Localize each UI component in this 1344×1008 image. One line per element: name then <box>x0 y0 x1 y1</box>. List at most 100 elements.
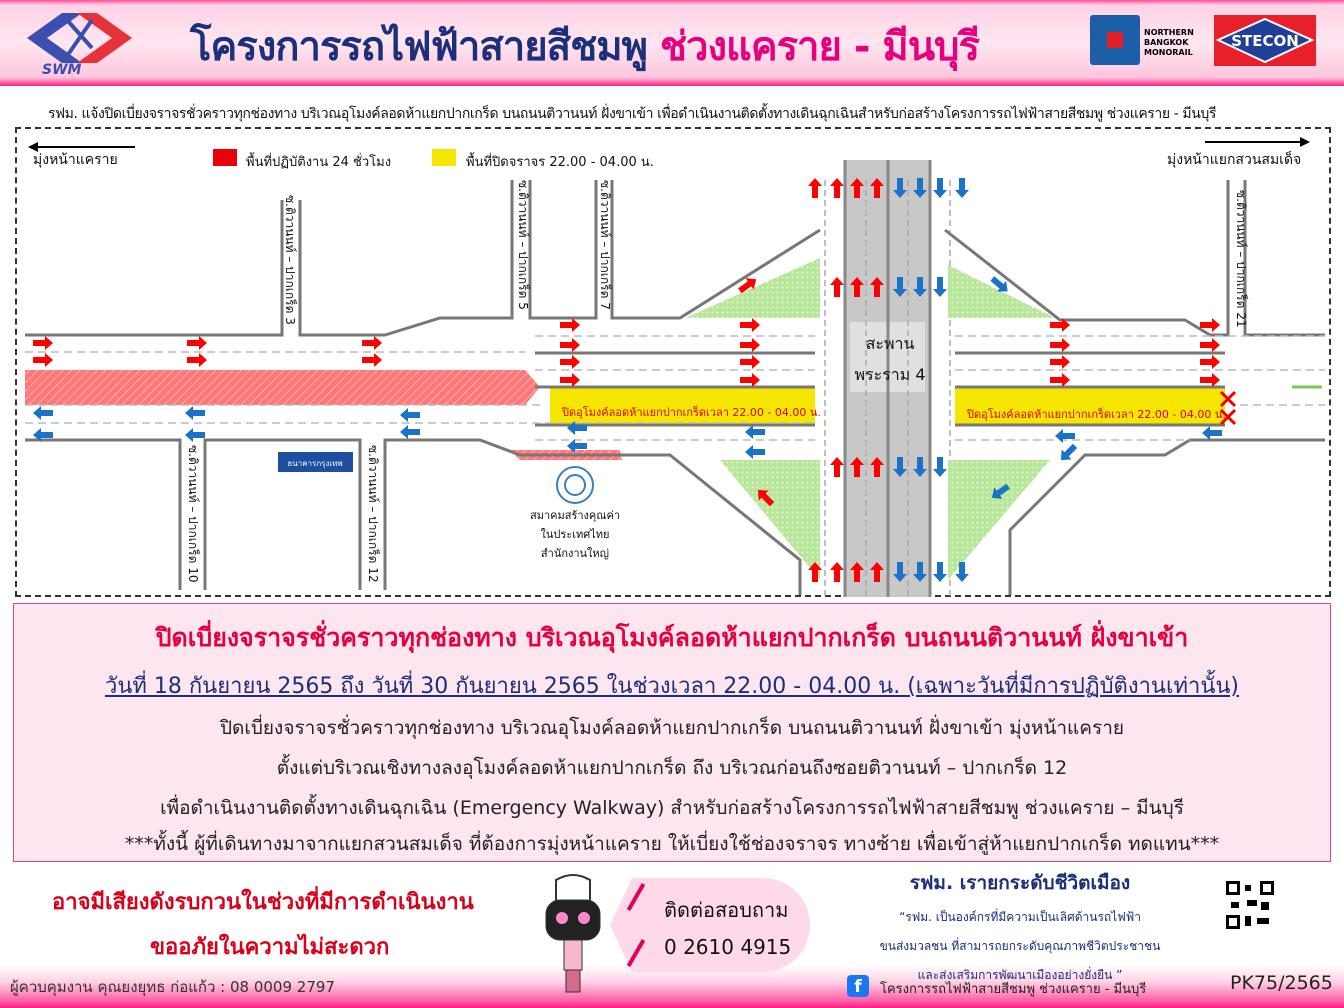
direction-left-label: มุ่งหน้าแคราย <box>33 152 118 168</box>
traffic-arrow-red-icon <box>560 338 580 352</box>
direction-right-label: มุ่งหน้าแยกสวนสมเด็จ <box>1167 152 1302 168</box>
traffic-arrow-blue-icon <box>567 439 587 453</box>
soi-label: ซ.ติวานนท์ – ปากเกร็ด 7 <box>598 180 612 310</box>
traffic-arrow-blue-icon <box>745 425 765 439</box>
traffic-arrow-red-icon <box>1050 373 1070 387</box>
traffic-arrow-blue-icon <box>567 421 587 435</box>
legend-swatch-red <box>213 149 237 166</box>
traffic-arrow-blue-icon <box>1060 443 1078 461</box>
traffic-arrow-blue-icon <box>933 562 947 582</box>
traffic-arrow-blue-icon <box>893 277 907 297</box>
traffic-arrow-blue-icon <box>185 428 205 442</box>
traffic-arrow-red-icon <box>808 178 822 198</box>
notice-panel: ปิดเบี่ยงจราจรชั่วคราวทุกช่องทาง บริเวณอ… <box>13 603 1331 862</box>
nbm-logo <box>1090 15 1140 65</box>
notice-title: ปิดเบี่ยงจราจรชั่วคราวทุกช่องทาง บริเวณอ… <box>155 623 1189 652</box>
traffic-arrow-red-icon <box>1200 318 1220 332</box>
header-banner: SWM โครงการรถไฟฟ้าสายสีชมพู ช่วงแคราย - … <box>0 0 1344 86</box>
traffic-arrow-red-icon <box>830 178 844 198</box>
notice-line: ตั้งแต่บริเวณเชิงทางลงอุโมงค์ลอดห้าแยกปา… <box>276 757 1068 779</box>
traffic-arrow-red-icon <box>1050 318 1070 332</box>
traffic-arrow-blue-icon <box>913 277 927 297</box>
traffic-arrow-blue-icon <box>1055 429 1075 443</box>
soi-label: ซ.ติวานนท์ – ปากเกร็ด 12 <box>366 445 380 583</box>
traffic-arrow-red-icon <box>830 277 844 297</box>
traffic-arrow-red-icon <box>870 178 884 198</box>
traffic-arrow-red-icon <box>740 373 760 387</box>
contact-phone[interactable]: 0 2610 4915 <box>664 935 792 959</box>
bangkok-bank-sign <box>278 452 353 472</box>
svg-text:ปิดอุโมงค์ลอดห้าแยกปากเกร็ดเวล: ปิดอุโมงค์ลอดห้าแยกปากเกร็ดเวลา 22.00 - … <box>561 405 821 419</box>
traffic-arrow-red-icon <box>560 373 580 387</box>
traffic-arrow-red-icon <box>187 336 207 350</box>
bridge-label: สะพานพระราม 4 <box>854 334 926 384</box>
apology-line: ขออภัยในความไม่สะดวก <box>150 935 390 960</box>
traffic-arrow-blue-icon <box>893 178 907 198</box>
mascot-icon <box>545 874 601 993</box>
traffic-arrow-blue-icon <box>991 483 1010 499</box>
traffic-arrow-red-icon <box>740 318 760 332</box>
work-zone-24h <box>25 370 540 405</box>
facebook-page-name[interactable]: โครงการรถไฟฟ้าสายสีชมพู ช่วงแคราย - มีนบ… <box>880 982 1147 997</box>
traffic-arrow-red-icon <box>757 489 775 507</box>
traffic-arrow-red-icon <box>1200 373 1220 387</box>
notice-dates: วันที่ 18 กันยายน 2565 ถึง วันที่ 30 กัน… <box>104 674 1240 699</box>
traffic-arrow-red-icon <box>830 562 844 582</box>
soi-label: ซ.ติวานนท์ – ปากเกร็ด 5 <box>516 180 530 310</box>
traffic-arrow-red-icon <box>850 277 864 297</box>
traffic-arrow-red-icon <box>1050 338 1070 352</box>
road-map: ปิดอุโมงค์ลอดห้าแยกปากเกร็ดเวลา 22.00 - … <box>25 137 1325 597</box>
page-title: โครงการรถไฟฟ้าสายสีชมพู ช่วงแคราย - มีนบ… <box>190 14 980 78</box>
svg-text:ปิดอุโมงค์ลอดห้าแยกปากเกร็ดเวล: ปิดอุโมงค์ลอดห้าแยกปากเกร็ดเวลา 22.00 - … <box>966 407 1226 421</box>
traffic-arrow-red-icon <box>870 457 884 477</box>
traffic-arrow-red-icon <box>560 318 580 332</box>
traffic-arrow-red-icon <box>740 355 760 369</box>
traffic-arrow-blue-icon <box>990 276 1008 292</box>
stecon-logo: STECON <box>1214 15 1316 66</box>
road-closed-x-icon <box>1219 390 1237 426</box>
svg-text:STECON: STECON <box>1231 32 1299 50</box>
traffic-arrow-blue-icon <box>955 178 969 198</box>
traffic-arrow-red-icon <box>870 562 884 582</box>
traffic-arrow-red-icon <box>740 338 760 352</box>
association-logo <box>556 466 594 504</box>
legend-swatch-yellow <box>432 149 456 166</box>
traffic-arrow-red-icon <box>33 336 53 350</box>
facebook-icon[interactable]: f <box>847 975 869 997</box>
traffic-arrow-blue-icon <box>913 457 927 477</box>
slogan-block: รฟม. เรายกระดับชีวิตเมือง “รฟม. เป็นองค์… <box>879 872 1161 982</box>
landmark-label: สมาคมสร้างคุณค่าในประเทศไทยสำนักงานใหญ่ <box>529 509 621 560</box>
contact-bubble: ติดต่อสอบถาม 0 2610 4915 <box>610 878 810 972</box>
mrta-logo: SWM <box>27 13 132 78</box>
traffic-arrow-red-icon <box>362 353 382 367</box>
traffic-arrow-red-icon <box>808 562 822 582</box>
title-main: โครงการรถไฟฟ้าสายสีชมพู <box>190 24 648 70</box>
traffic-arrow-red-icon <box>738 278 757 294</box>
nbm-logo-text: NORTHERN BANGKOK MONORAIL <box>1144 28 1194 57</box>
traffic-arrow-red-icon <box>33 353 53 367</box>
traffic-arrow-blue-icon <box>913 178 927 198</box>
traffic-arrow-red-icon <box>560 355 580 369</box>
notice-line: ปิดเบี่ยงจราจรชั่วคราวทุกช่องทาง บริเวณอ… <box>219 717 1125 739</box>
legend-closure: พื้นที่ปิดจราจร 22.00 - 04.00 น. <box>466 155 654 170</box>
soi-label: ซ.ติวานนท์ – ปากเกร็ด 3 <box>283 195 297 325</box>
traffic-arrow-red-icon <box>362 336 382 350</box>
soi-label: ซ.ติวานนท์ – ปากเกร็ด 21 <box>1234 190 1248 328</box>
subtitle: รฟม. แจ้งปิดเบี่ยงจราจรชั่วคราวทุกช่องทา… <box>48 106 1217 122</box>
notice-line: เพื่อดำเนินงานติดตั้งทางเดินฉุกเฉิน (Eme… <box>160 797 1184 819</box>
traffic-arrow-blue-icon <box>893 457 907 477</box>
document-code: PK75/2565 <box>1230 972 1333 994</box>
traffic-arrow-blue-icon <box>400 408 420 422</box>
traffic-arrow-blue-icon <box>933 178 947 198</box>
footer-band <box>0 965 1344 1008</box>
traffic-arrow-blue-icon <box>933 457 947 477</box>
title-section: ช่วงแคราย - มีนบุรี <box>659 24 980 70</box>
qr-code-icon[interactable] <box>1225 880 1275 930</box>
closure-zone-right <box>955 388 1225 424</box>
contact-label: ติดต่อสอบถาม <box>664 898 789 922</box>
traffic-arrow-red-icon <box>850 457 864 477</box>
traffic-arrow-blue-icon <box>933 277 947 297</box>
traffic-arrow-red-icon <box>1200 338 1220 352</box>
notice-line: ***ทั้งนี้ ผู้ที่เดินทางมาจากแยกสวนสมเด็… <box>124 833 1220 855</box>
traffic-arrow-blue-icon <box>33 406 53 420</box>
